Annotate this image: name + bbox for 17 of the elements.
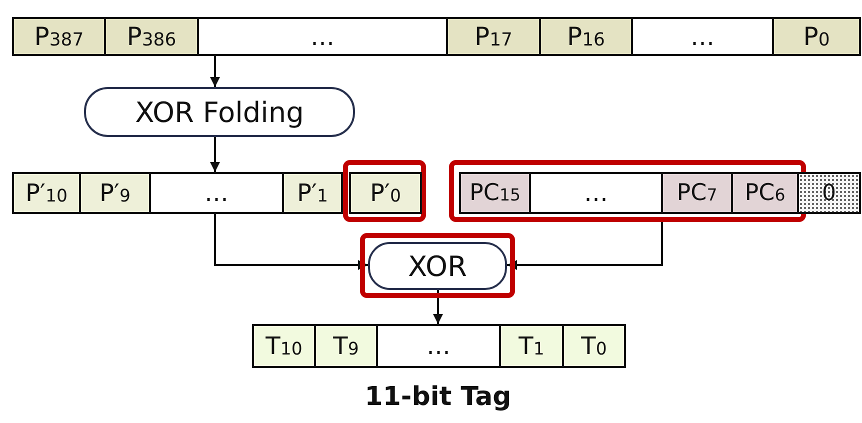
- ellipsis-cell: …: [631, 17, 774, 56]
- ellipsis-cell: …: [197, 17, 448, 56]
- highlight-frame: [360, 233, 515, 298]
- padding-cell: 0: [797, 172, 861, 214]
- arrow: [507, 222, 663, 270]
- ellipsis-cell: …: [149, 172, 284, 214]
- highlight-frame: [343, 160, 426, 222]
- ellipsis-cell: …: [376, 324, 501, 368]
- highlight-frame: [449, 160, 806, 222]
- arrow: [214, 214, 368, 270]
- ellipsis-cell: …: [529, 172, 663, 214]
- xor-box: XOR: [368, 242, 507, 290]
- process-box: XOR Folding: [84, 87, 355, 137]
- arrow: [210, 56, 220, 87]
- arrow: [433, 290, 443, 324]
- arrow: [210, 137, 220, 172]
- caption: 11-bit Tag: [364, 382, 512, 412]
